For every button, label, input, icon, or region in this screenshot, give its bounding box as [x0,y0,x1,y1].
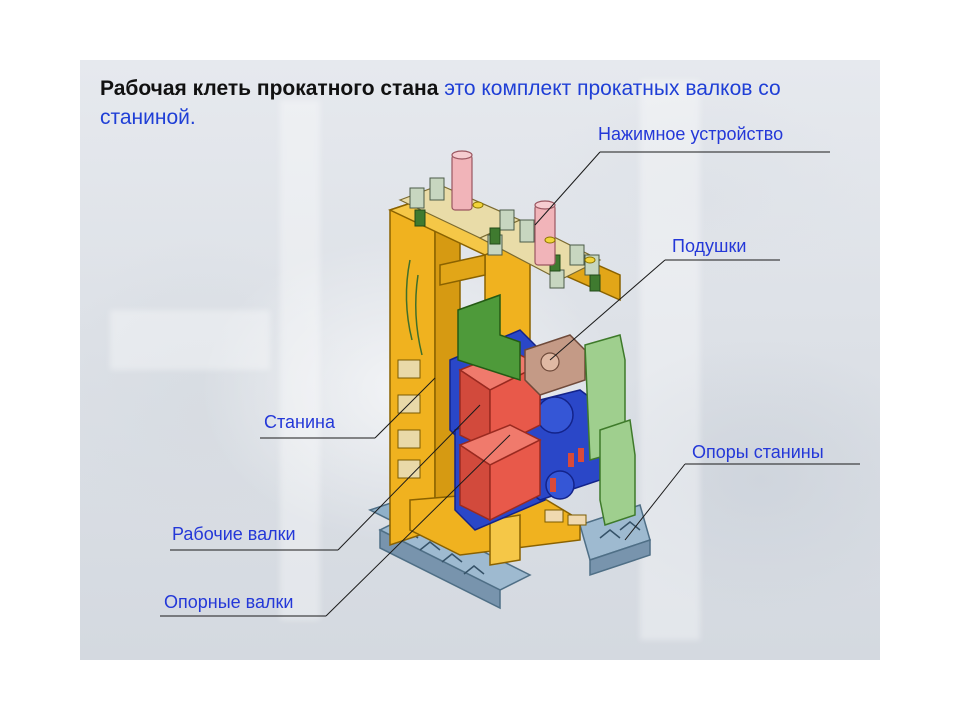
label-stand-frame: Станина [264,412,335,432]
label-work-rolls: Рабочие валки [172,524,296,544]
slide-title: Рабочая клеть прокатного стана это компл… [100,74,820,132]
label-frame-supports: Опоры станины [692,442,824,462]
pressure-device [398,150,602,292]
chock-assembly [457,293,636,526]
label-chocks: Подушки [672,236,747,256]
slide: Рабочая клеть прокатного стана это компл… [80,60,880,660]
work-rolls [458,349,542,522]
label-pressure-device: Нажимное устройство [598,124,784,144]
rolling-stand-diagram [160,150,860,617]
title-bold: Рабочая клеть прокатного стана [100,77,439,100]
callout-lines [160,151,860,617]
background-streak [110,310,270,370]
label-backup-rolls: Опорные валки [164,592,294,612]
title-rest: это комплект прокатных валков со станино… [100,77,781,129]
background-streak [280,100,320,620]
